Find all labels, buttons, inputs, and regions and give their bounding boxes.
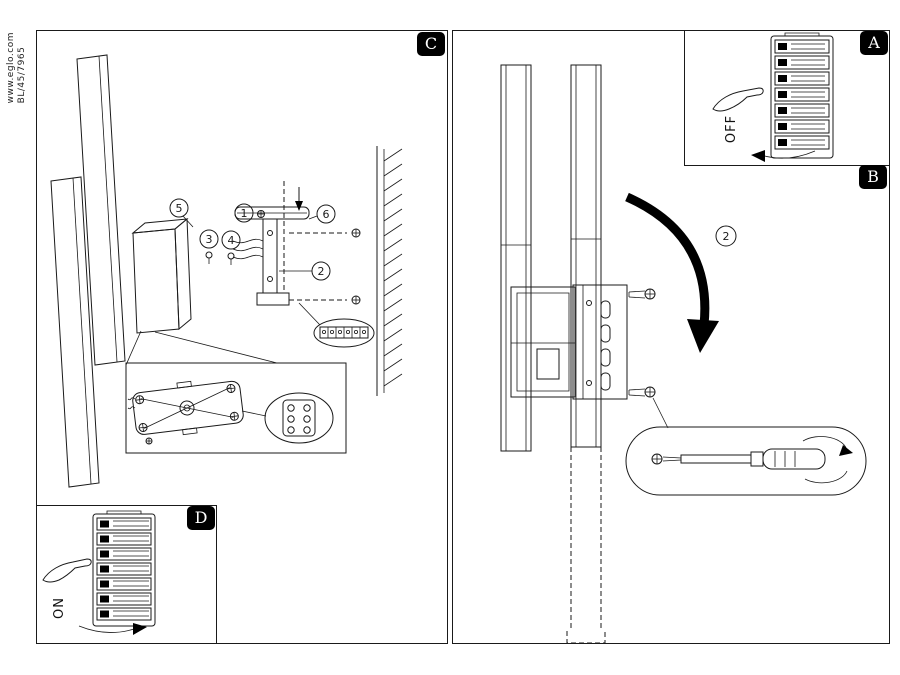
- wall-hatch-icon: [384, 149, 402, 386]
- connector-detail: [242, 393, 333, 443]
- vertical-sheet-text: www.eglo.com BL/45/7965: [6, 32, 27, 103]
- panel-c-drawing: 5 1 6 3: [37, 31, 449, 645]
- rotation-arrow-icon: [803, 436, 853, 482]
- hand-icon: [43, 559, 91, 582]
- screw-icon: [629, 387, 655, 397]
- screw-icon: [352, 229, 360, 237]
- badge-d: D: [187, 506, 215, 530]
- screw-axis-lines: [289, 229, 360, 304]
- mounting-plate-inset: [126, 363, 346, 453]
- panel-a-drawing: OFF: [685, 31, 889, 162]
- badge-a-label: A: [868, 33, 880, 52]
- callout-3: 3: [200, 230, 218, 264]
- callout-1: 1: [235, 204, 265, 222]
- badge-c-label: C: [424, 34, 438, 53]
- mounting-box: [133, 219, 191, 333]
- svg-text:3: 3: [206, 233, 213, 246]
- screwdriver-icon: [663, 449, 825, 469]
- callout-6: 6: [309, 205, 335, 223]
- light-fixture-bar-left: [501, 65, 531, 451]
- model-number-text: BL/45/7965: [17, 46, 27, 104]
- callout-4: 4: [222, 231, 240, 265]
- screwdriver-detail: [626, 427, 866, 495]
- website-text: www.eglo.com: [6, 32, 16, 104]
- svg-text:6: 6: [323, 208, 330, 221]
- rotate-direction-arrow-icon: [627, 197, 719, 353]
- screw-icon: [258, 211, 265, 218]
- panel-b-drawing: 2: [453, 31, 891, 645]
- callout-2: 2: [716, 226, 736, 246]
- switch-state-off: OFF: [724, 115, 739, 143]
- badge-b: B: [859, 165, 887, 189]
- callout-5: 5: [170, 199, 193, 227]
- wires: [233, 239, 263, 258]
- screw-icon: [135, 395, 144, 404]
- terminal-block-detail: [299, 303, 374, 347]
- screw-icon: [139, 423, 148, 432]
- projection-line: [155, 332, 277, 363]
- screw-icon: [652, 454, 662, 464]
- svg-text:2: 2: [723, 230, 730, 243]
- circuit-breaker-icon: [93, 511, 155, 626]
- wall-section: [377, 146, 402, 396]
- callout-2: 2: [279, 262, 330, 280]
- hand-icon: [713, 88, 763, 111]
- screw-icon: [226, 384, 235, 393]
- flip-arrow-icon: [751, 150, 815, 162]
- panel-step-d: ON D: [36, 505, 217, 644]
- panel-d-drawing: ON: [37, 506, 216, 635]
- svg-text:5: 5: [176, 202, 183, 215]
- badge-a: A: [860, 31, 888, 55]
- wires: [128, 398, 135, 409]
- switch-state-on: ON: [52, 597, 67, 619]
- svg-text:2: 2: [318, 265, 325, 278]
- wall-bracket: [511, 285, 627, 399]
- badge-b-label: B: [867, 167, 879, 186]
- leader-line: [653, 398, 668, 428]
- insert-arrow-icon: [295, 187, 303, 211]
- screw-icon: [146, 438, 152, 444]
- svg-text:1: 1: [241, 207, 248, 220]
- badge-d-label: D: [194, 508, 208, 527]
- svg-text:4: 4: [228, 234, 235, 247]
- screw-icon: [228, 253, 234, 265]
- light-fixture: [51, 55, 125, 487]
- screw-icon: [230, 412, 239, 421]
- flip-arrow-icon: [79, 623, 147, 635]
- mounting-plate-top-view: [131, 375, 245, 440]
- screw-icon: [352, 296, 360, 304]
- light-fixture-bar-right: [567, 65, 605, 643]
- screw-icon: [629, 289, 655, 299]
- circuit-breaker-icon: [771, 33, 833, 158]
- screw-icon: [206, 252, 212, 264]
- badge-c: C: [417, 32, 445, 56]
- mounting-bracket: [233, 181, 309, 305]
- projection-line: [126, 331, 141, 365]
- panel-step-a: OFF A: [684, 30, 890, 166]
